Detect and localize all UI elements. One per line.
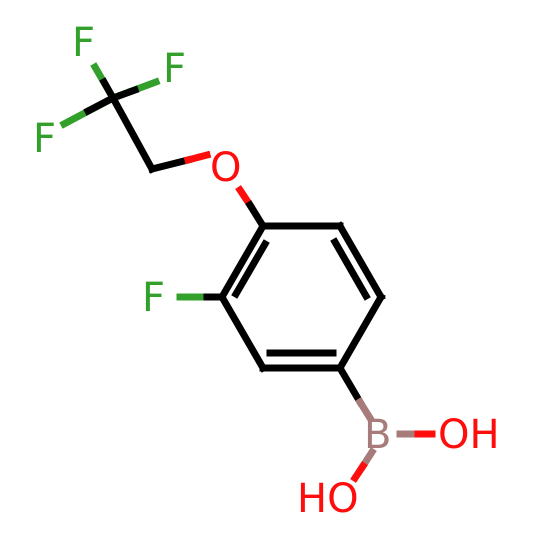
bond-ch2-o (147, 155, 193, 174)
bond-ring-inner-c5-c6 (330, 237, 371, 301)
bond-cf3-ch2 (108, 93, 157, 174)
atom-f-left: F (33, 116, 56, 162)
atom-labels: F F F O F B OH HO (33, 20, 500, 522)
bond-cf3-f-left-dark (83, 93, 118, 116)
bond-c1-b-brown (355, 397, 375, 423)
atom-f-ring: F (142, 275, 165, 321)
atom-f-right: F (163, 46, 186, 92)
bond-cf3-f-right-dark (108, 85, 140, 103)
bond-ring-c5-c6 (335, 221, 386, 302)
bond-ring-c2-c3 (217, 292, 268, 373)
atom-o-ether: O (210, 145, 241, 191)
bond-c1-b (335, 363, 365, 407)
atom-f-top: F (72, 20, 95, 66)
atom-oh-right: OH (438, 412, 500, 458)
bond-ch2-o-red (183, 150, 212, 165)
bond-ring-c6-c1 (335, 292, 386, 373)
atom-boron: B (364, 412, 391, 458)
atom-oh-bottom: HO (297, 476, 359, 522)
bond-b-oh-bottom-red (350, 461, 368, 483)
bond-ring-inner-c4-c3 (231, 239, 270, 299)
bond-ring-c3-c4 (217, 221, 268, 302)
bonds (59, 62, 436, 483)
